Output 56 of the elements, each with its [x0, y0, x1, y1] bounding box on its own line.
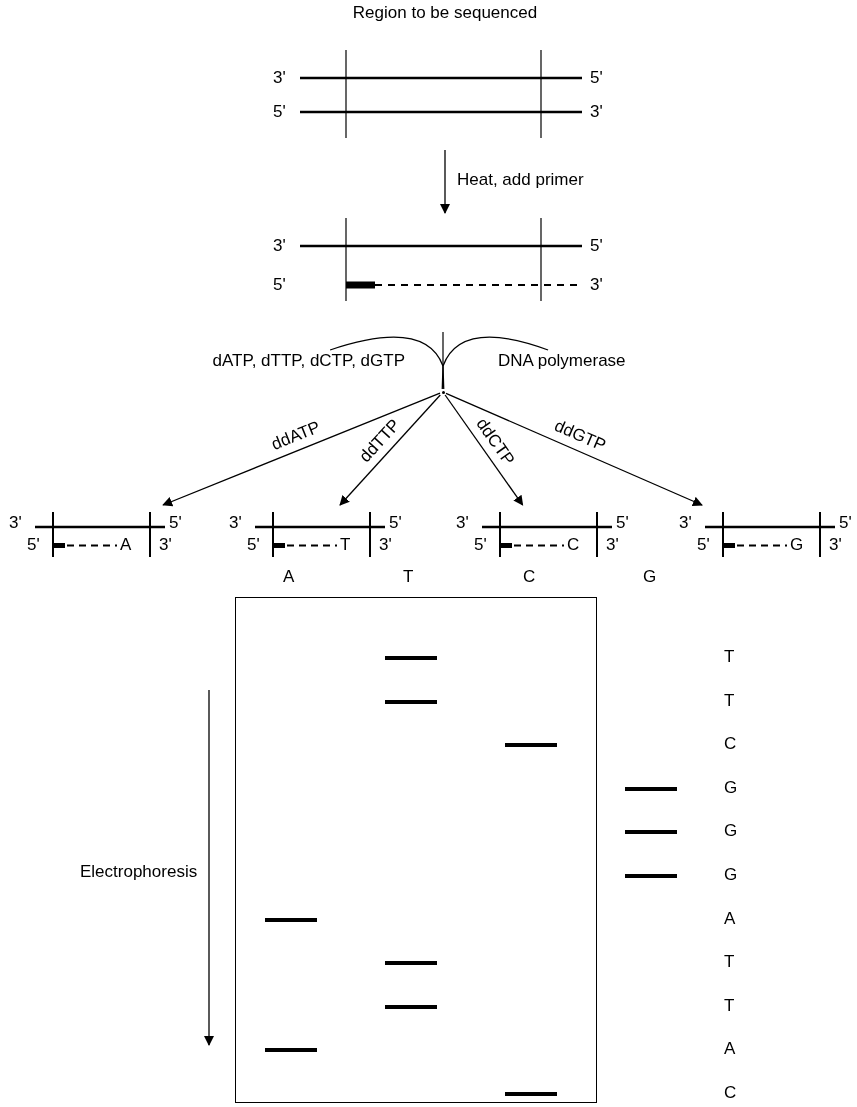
arrow: [444, 394, 524, 506]
strand-end-label: 5': [27, 535, 40, 555]
connector-line: [442, 336, 549, 390]
junction-point: [441, 390, 445, 394]
strand-end-label: 5': [474, 535, 487, 555]
lane-header: G: [643, 567, 657, 587]
strand-end-label: 3': [159, 535, 172, 555]
strand-end-label: 3': [679, 513, 692, 533]
strand-end-label: 3': [9, 513, 22, 533]
sequence-letter: T: [724, 995, 735, 1016]
arrow: [440, 149, 450, 214]
sequence-letter: C: [724, 1083, 737, 1103]
sequence-letter: G: [724, 777, 738, 798]
base-letter: T: [340, 535, 351, 555]
reagent-label: DNA polymerase: [498, 351, 626, 371]
lane-header: C: [523, 567, 536, 587]
sequence-letter: A: [724, 908, 736, 929]
strand-end-label: 5': [616, 513, 629, 533]
strand-end-label: 3': [273, 236, 286, 256]
strand-end-label: 3': [456, 513, 469, 533]
strand-end-label: 5': [273, 275, 286, 295]
base-letter: C: [567, 535, 580, 555]
strand-end-label: 3': [273, 68, 286, 88]
arrow: [162, 392, 441, 507]
strand-end-label: 5': [389, 513, 402, 533]
lane-header: T: [403, 567, 414, 587]
reagent-label: dATP, dTTP, dCTP, dGTP: [212, 351, 405, 371]
connector-line: [329, 336, 444, 390]
sequence-letter: G: [724, 821, 738, 842]
edge-label: ddGTP: [550, 415, 610, 458]
lane-header: A: [283, 567, 295, 587]
sequence-letter: A: [724, 1039, 736, 1060]
strand-end-label: 5': [273, 102, 286, 122]
strand-end-label: 5': [590, 68, 603, 88]
base-letter: G: [790, 535, 804, 555]
strand-end-label: 3': [606, 535, 619, 555]
strand-end-label: 3': [379, 535, 392, 555]
strand-end-label: 3': [590, 275, 603, 295]
strand-end-label: 3': [590, 102, 603, 122]
arrow: [445, 392, 703, 506]
axis-label: Electrophoresis: [80, 862, 198, 882]
arrow: [339, 394, 441, 506]
strand-end-label: 5': [247, 535, 260, 555]
strand-end-label: 3': [229, 513, 242, 533]
sequence-letter: T: [724, 690, 735, 711]
strand-end-label: 3': [829, 535, 842, 555]
sequence-letter: C: [724, 734, 737, 755]
sequence-letter: T: [724, 952, 735, 973]
strand-end-label: 5': [839, 513, 852, 533]
sequence-letter: T: [724, 647, 735, 667]
sequence-letter: G: [724, 865, 738, 885]
base-letter: A: [120, 535, 132, 555]
strand-end-label: 5': [169, 513, 182, 533]
strand-end-label: 5': [697, 535, 710, 555]
strand-end-label: 5': [590, 236, 603, 256]
region-heading: Region to be sequenced: [351, 2, 539, 23]
